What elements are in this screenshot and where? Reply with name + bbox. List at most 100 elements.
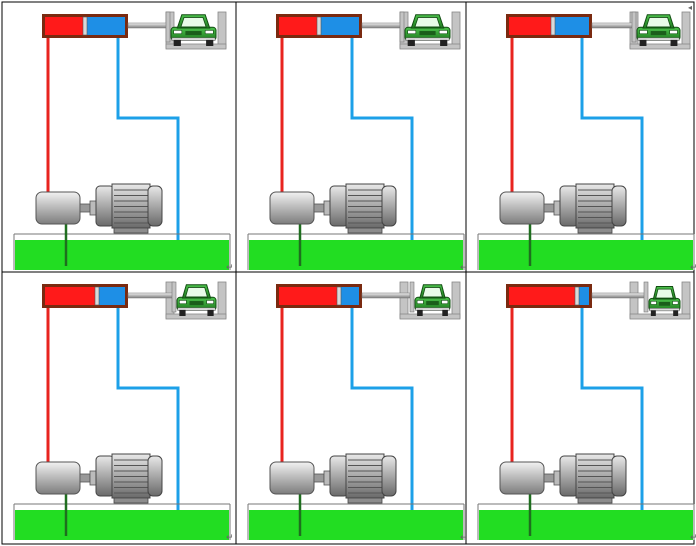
cell-end-mark: ↵ bbox=[690, 263, 696, 273]
cell-end-mark: ↵ bbox=[226, 263, 234, 273]
coupling bbox=[79, 473, 91, 483]
pump-body bbox=[499, 461, 545, 495]
car-icon bbox=[648, 286, 681, 316]
electric-motor-icon bbox=[559, 453, 627, 504]
tank-fluid bbox=[479, 510, 693, 540]
motor-fan-cover bbox=[381, 455, 397, 497]
piston-head bbox=[94, 286, 100, 306]
pump-body bbox=[35, 191, 81, 225]
motor-endcap bbox=[329, 455, 349, 497]
oil-tank-icon bbox=[247, 503, 465, 540]
ram-plate bbox=[399, 11, 405, 43]
piston-chamber bbox=[45, 287, 97, 305]
motor-base bbox=[577, 227, 613, 234]
hydraulic-cylinder-icon bbox=[506, 14, 592, 38]
motor-base bbox=[347, 227, 383, 234]
motor-endcap bbox=[95, 185, 115, 227]
coupling bbox=[313, 203, 325, 213]
hydraulic-cylinder-icon bbox=[42, 14, 128, 38]
motor-base bbox=[577, 497, 613, 504]
piston-chamber bbox=[279, 17, 319, 35]
piston-head bbox=[574, 286, 580, 306]
coupling-flange bbox=[553, 470, 561, 486]
piston-rod bbox=[127, 22, 169, 29]
car-icon bbox=[170, 14, 217, 46]
pump-body bbox=[499, 191, 545, 225]
rod-chamber bbox=[553, 17, 589, 35]
row-end-mark: ◂ bbox=[688, 3, 692, 12]
piston-head bbox=[316, 16, 322, 36]
car-icon bbox=[176, 284, 217, 316]
ram-plate bbox=[165, 11, 171, 43]
return-line bbox=[350, 308, 414, 534]
cell-end-mark: ↵ bbox=[460, 263, 468, 273]
hydraulic-cylinder-icon bbox=[42, 284, 128, 308]
rod-chamber bbox=[319, 17, 359, 35]
oil-tank-icon bbox=[477, 503, 695, 540]
coupling bbox=[313, 473, 325, 483]
piston-chamber bbox=[509, 287, 577, 305]
coupling-flange bbox=[89, 200, 97, 216]
coupling-flange bbox=[323, 470, 331, 486]
motor-fan-cover bbox=[611, 455, 627, 497]
tank-fluid bbox=[249, 240, 463, 270]
return-line bbox=[116, 38, 180, 264]
motor-endcap bbox=[95, 455, 115, 497]
motor-fan-cover bbox=[147, 185, 163, 227]
motor-endcap bbox=[559, 455, 579, 497]
motor-fan-cover bbox=[381, 185, 397, 227]
rod-chamber bbox=[85, 17, 125, 35]
stop-frame bbox=[399, 281, 461, 320]
hydraulic-cylinder-icon bbox=[276, 284, 362, 308]
tank-fluid bbox=[15, 510, 229, 540]
car-icon bbox=[636, 14, 681, 46]
pump-icon bbox=[35, 461, 97, 495]
pump-body bbox=[35, 461, 81, 495]
stop-frame bbox=[629, 281, 691, 320]
electric-motor-icon bbox=[95, 453, 163, 504]
return-line bbox=[350, 38, 414, 264]
coupling bbox=[543, 203, 555, 213]
oil-tank-icon bbox=[13, 503, 231, 540]
car-icon bbox=[404, 14, 451, 46]
piston-rod bbox=[591, 22, 635, 29]
hydraulic-press-panel: ↵ bbox=[247, 11, 468, 273]
coupling bbox=[543, 473, 555, 483]
return-line bbox=[116, 308, 180, 534]
electric-motor-icon bbox=[329, 453, 397, 504]
tank-fluid bbox=[479, 240, 693, 270]
piston-head bbox=[550, 16, 556, 36]
hydraulic-press-panel: ↵ bbox=[247, 281, 468, 543]
cell-end-mark: ↵ bbox=[460, 533, 468, 543]
coupling-flange bbox=[553, 200, 561, 216]
tank-fluid bbox=[249, 510, 463, 540]
pump-icon bbox=[269, 191, 331, 225]
piston-chamber bbox=[279, 287, 339, 305]
piston-chamber bbox=[45, 17, 85, 35]
pump-body bbox=[269, 461, 315, 495]
hydraulic-press-panel: ↵ bbox=[13, 281, 234, 543]
ram-plate bbox=[631, 11, 637, 43]
ram-plate bbox=[643, 281, 649, 313]
rod-chamber bbox=[97, 287, 125, 305]
pump-body bbox=[269, 191, 315, 225]
return-line bbox=[580, 38, 644, 264]
pump-icon bbox=[499, 191, 561, 225]
panels: ↵ ↵ ↵ ↵ ↵ ↵ ◂ bbox=[13, 3, 696, 543]
ram-plate bbox=[409, 281, 415, 313]
motor-base bbox=[113, 497, 149, 504]
cell-end-mark: ↵ bbox=[690, 533, 696, 543]
motor-endcap bbox=[329, 185, 349, 227]
hydraulic-press-panel: ↵ bbox=[477, 11, 696, 273]
hydraulic-cylinder-icon bbox=[276, 14, 362, 38]
piston-head bbox=[336, 286, 342, 306]
cell-end-mark: ↵ bbox=[226, 533, 234, 543]
oil-tank-icon bbox=[13, 233, 231, 270]
coupling bbox=[79, 203, 91, 213]
electric-motor-icon bbox=[559, 183, 627, 234]
piston-rod bbox=[361, 22, 403, 29]
pump-icon bbox=[35, 191, 97, 225]
oil-tank-icon bbox=[247, 233, 465, 270]
